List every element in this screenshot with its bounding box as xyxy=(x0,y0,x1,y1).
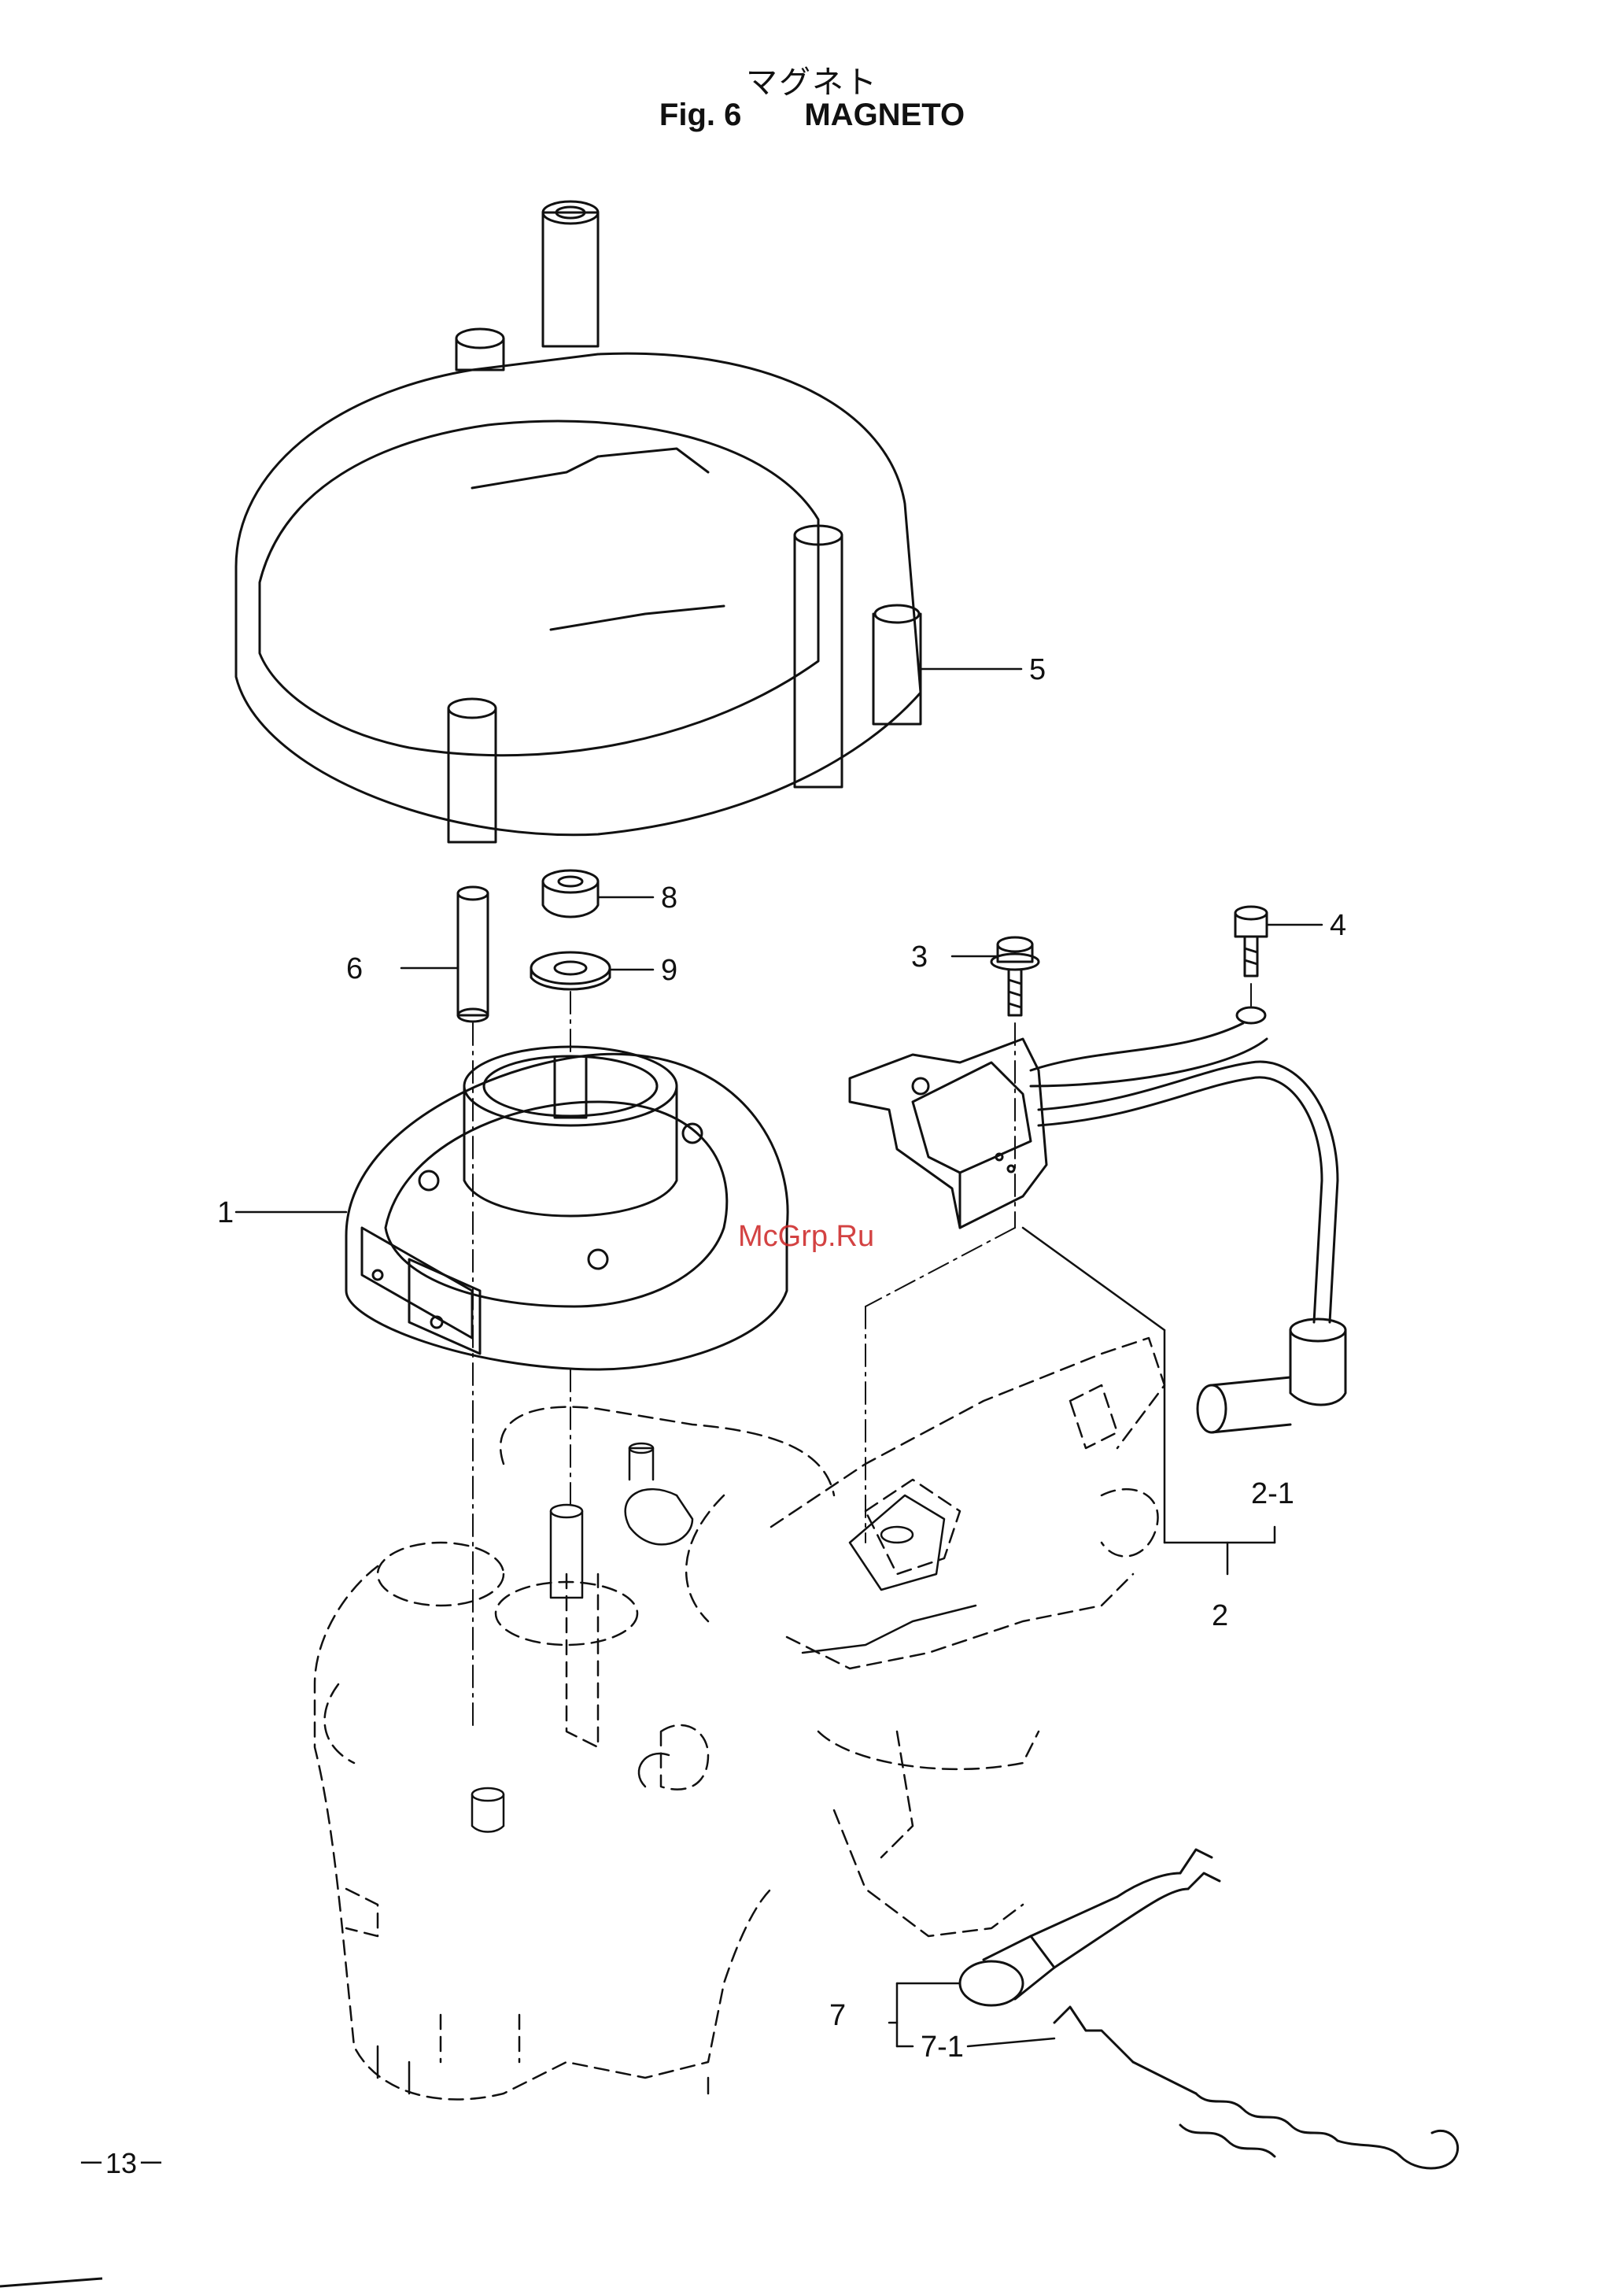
callout-9: 9 xyxy=(661,954,677,987)
part-4-screw xyxy=(1235,907,1267,976)
part-7-stop-switch xyxy=(960,1850,1220,2005)
part-1-flywheel xyxy=(346,1047,788,1369)
callout-1: 1 xyxy=(217,1196,234,1229)
callout-7-1: 7-1 xyxy=(921,2031,964,2064)
page-number: －13－ xyxy=(77,2141,165,2182)
engine-block-detail xyxy=(378,1443,976,2094)
callout-4: 4 xyxy=(1330,909,1346,942)
callout-2: 2 xyxy=(1212,1599,1228,1632)
part-5-magneto-cover xyxy=(236,201,921,842)
engine-block-phantom xyxy=(315,1338,1164,2100)
part-6-dowel-pin xyxy=(458,887,488,1022)
callout-2-1: 2-1 xyxy=(1251,1477,1294,1510)
leader-lines xyxy=(236,669,1322,2046)
alignment-lines xyxy=(473,984,1251,1731)
callout-7: 7 xyxy=(829,1999,846,2032)
watermark: McGrp.Ru xyxy=(738,1220,874,1254)
part-2-ignition-coil xyxy=(850,1007,1338,1322)
part-9-washer xyxy=(531,952,610,989)
callout-6: 6 xyxy=(346,952,363,985)
part-7-1-lanyard xyxy=(1054,2007,1458,2168)
scan-edge-mark xyxy=(0,2278,102,2286)
callout-5: 5 xyxy=(1029,653,1046,686)
part-2-1-plug-cap xyxy=(1198,1319,1345,1432)
callout-8: 8 xyxy=(661,881,677,915)
part-3-bolt xyxy=(991,937,1039,1015)
part-8-nut xyxy=(543,870,598,917)
callout-3: 3 xyxy=(911,941,928,974)
